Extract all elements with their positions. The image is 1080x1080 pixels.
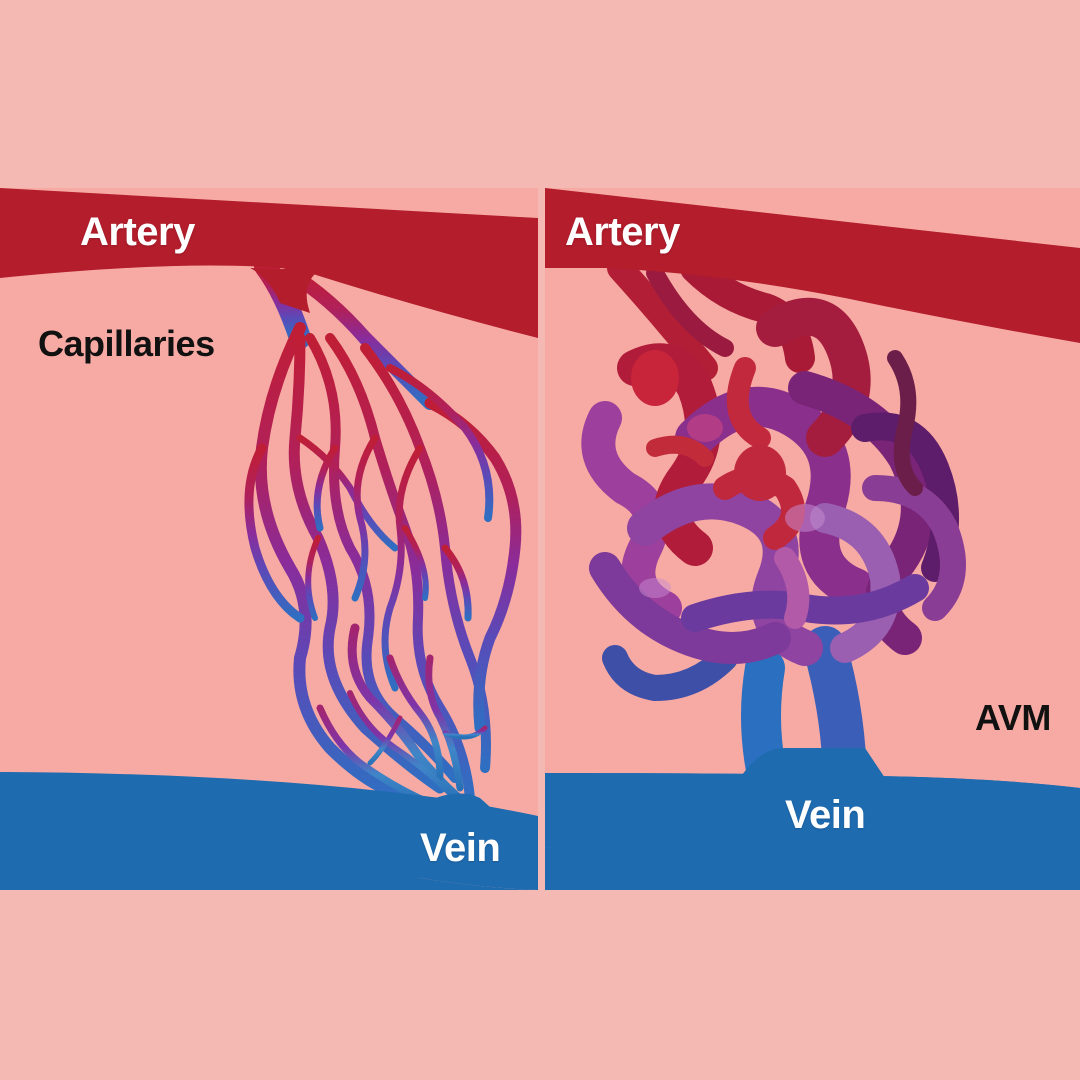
capillaries-label: Capillaries [38,323,215,364]
artery-label: Artery [565,210,680,254]
venule-network [316,623,488,813]
nidus-highlights [631,350,825,598]
venous-junction [740,748,885,778]
vein-body [0,772,538,890]
normal-vessels-panel: Artery Capillaries Vein [0,188,538,890]
avm-panel: Artery AVM Vein [545,188,1080,890]
vein-label: Vein [420,826,501,870]
capillary-network [244,255,522,804]
vein-body [545,773,1080,888]
artery-vessel [0,188,538,338]
artery-label: Artery [80,210,195,254]
vein-label: Vein [785,793,866,837]
avm-illustration [545,188,1080,890]
artery-vessel [545,188,1080,343]
arteriole-junction [250,268,320,313]
avm-label: AVM [975,697,1051,738]
venule-junction [430,793,500,816]
normal-vessels-illustration [0,188,538,890]
